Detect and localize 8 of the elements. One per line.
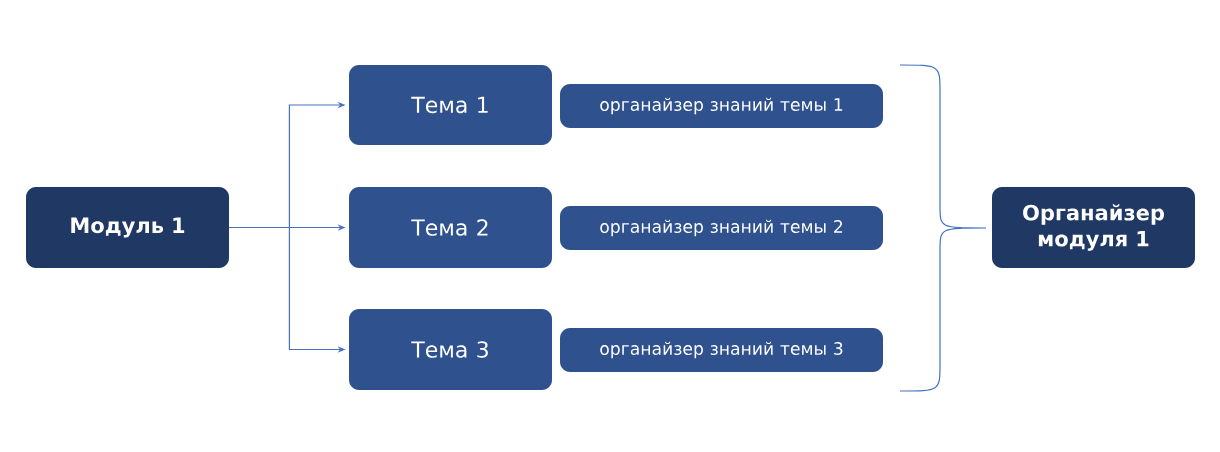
- topic-box: Тема 2: [349, 187, 552, 268]
- module-organizer-box: Органайзер модуля 1: [992, 187, 1195, 268]
- topic-box: Тема 1: [349, 65, 552, 145]
- module-box: Модуль 1: [26, 187, 229, 268]
- organizer-box: органайзер знаний темы 3: [560, 328, 883, 372]
- organizer-box: органайзер знаний темы 2: [560, 206, 883, 250]
- topic-box: Тема 3: [349, 309, 552, 390]
- organizer-box: органайзер знаний темы 1: [560, 84, 883, 128]
